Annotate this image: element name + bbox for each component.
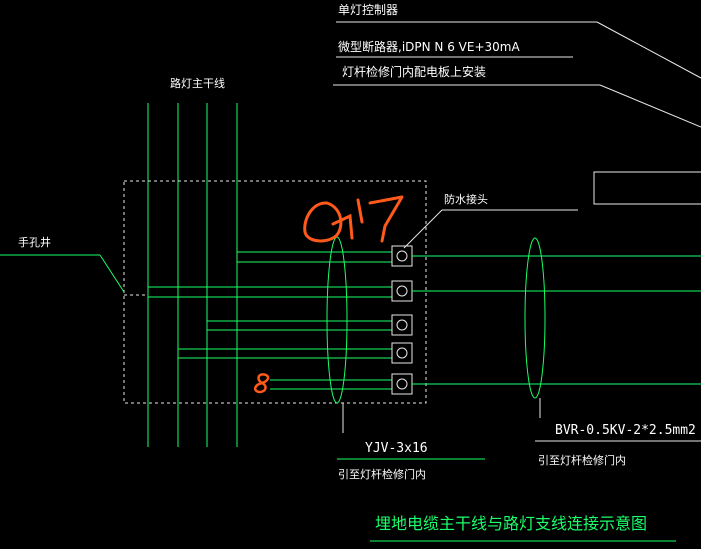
- lead-right-label: 引至灯杆检修门内: [538, 453, 626, 467]
- hand-hole-leader: [99, 254, 125, 293]
- cable-bundle-ellipse-right: [524, 237, 546, 399]
- outgoing-branches: [412, 255, 701, 385]
- waterproof-leader: [403, 209, 443, 249]
- distribution-board-box: [593, 171, 701, 205]
- install-note-label: 灯杆检修门内配电板上安装: [342, 64, 486, 79]
- terminal-2: [391, 280, 413, 302]
- controller-leader: [596, 21, 701, 79]
- handwritten-mark-side: [253, 373, 270, 394]
- main-line-label: 路灯主干线: [170, 76, 225, 90]
- main-trunk-lines: [147, 103, 238, 447]
- waterproof-joint-label: 防水接头: [444, 192, 488, 206]
- lead-left-label: 引至灯杆检修门内: [338, 467, 426, 481]
- diagram-title: 埋地电缆主干线与路灯支线连接示意图: [375, 514, 647, 533]
- cable-bvr-label: BVR-0.5KV-2*2.5mm2: [555, 423, 696, 438]
- terminal-1: [391, 245, 413, 267]
- cable-yjv-label: YJV-3x16: [365, 441, 428, 456]
- terminal-joints: [391, 245, 413, 395]
- install-leader: [599, 84, 701, 128]
- hand-hole-box: [123, 180, 427, 404]
- hand-hole-label: 手孔井: [18, 235, 51, 249]
- single-lamp-controller-label: 单灯控制器: [338, 3, 398, 17]
- terminal-3: [391, 314, 413, 336]
- top-annotation: 单灯控制器 微型断路器,iDPN N 6 VE+30mA 灯杆检修门内配电板上安…: [333, 3, 701, 128]
- handwritten-mark-top: [303, 195, 404, 243]
- terminal-4: [391, 342, 413, 364]
- terminal-5: [391, 373, 413, 395]
- branch-lines: [148, 251, 392, 390]
- micro-breaker-label: 微型断路器,iDPN N 6 VE+30mA: [338, 39, 520, 54]
